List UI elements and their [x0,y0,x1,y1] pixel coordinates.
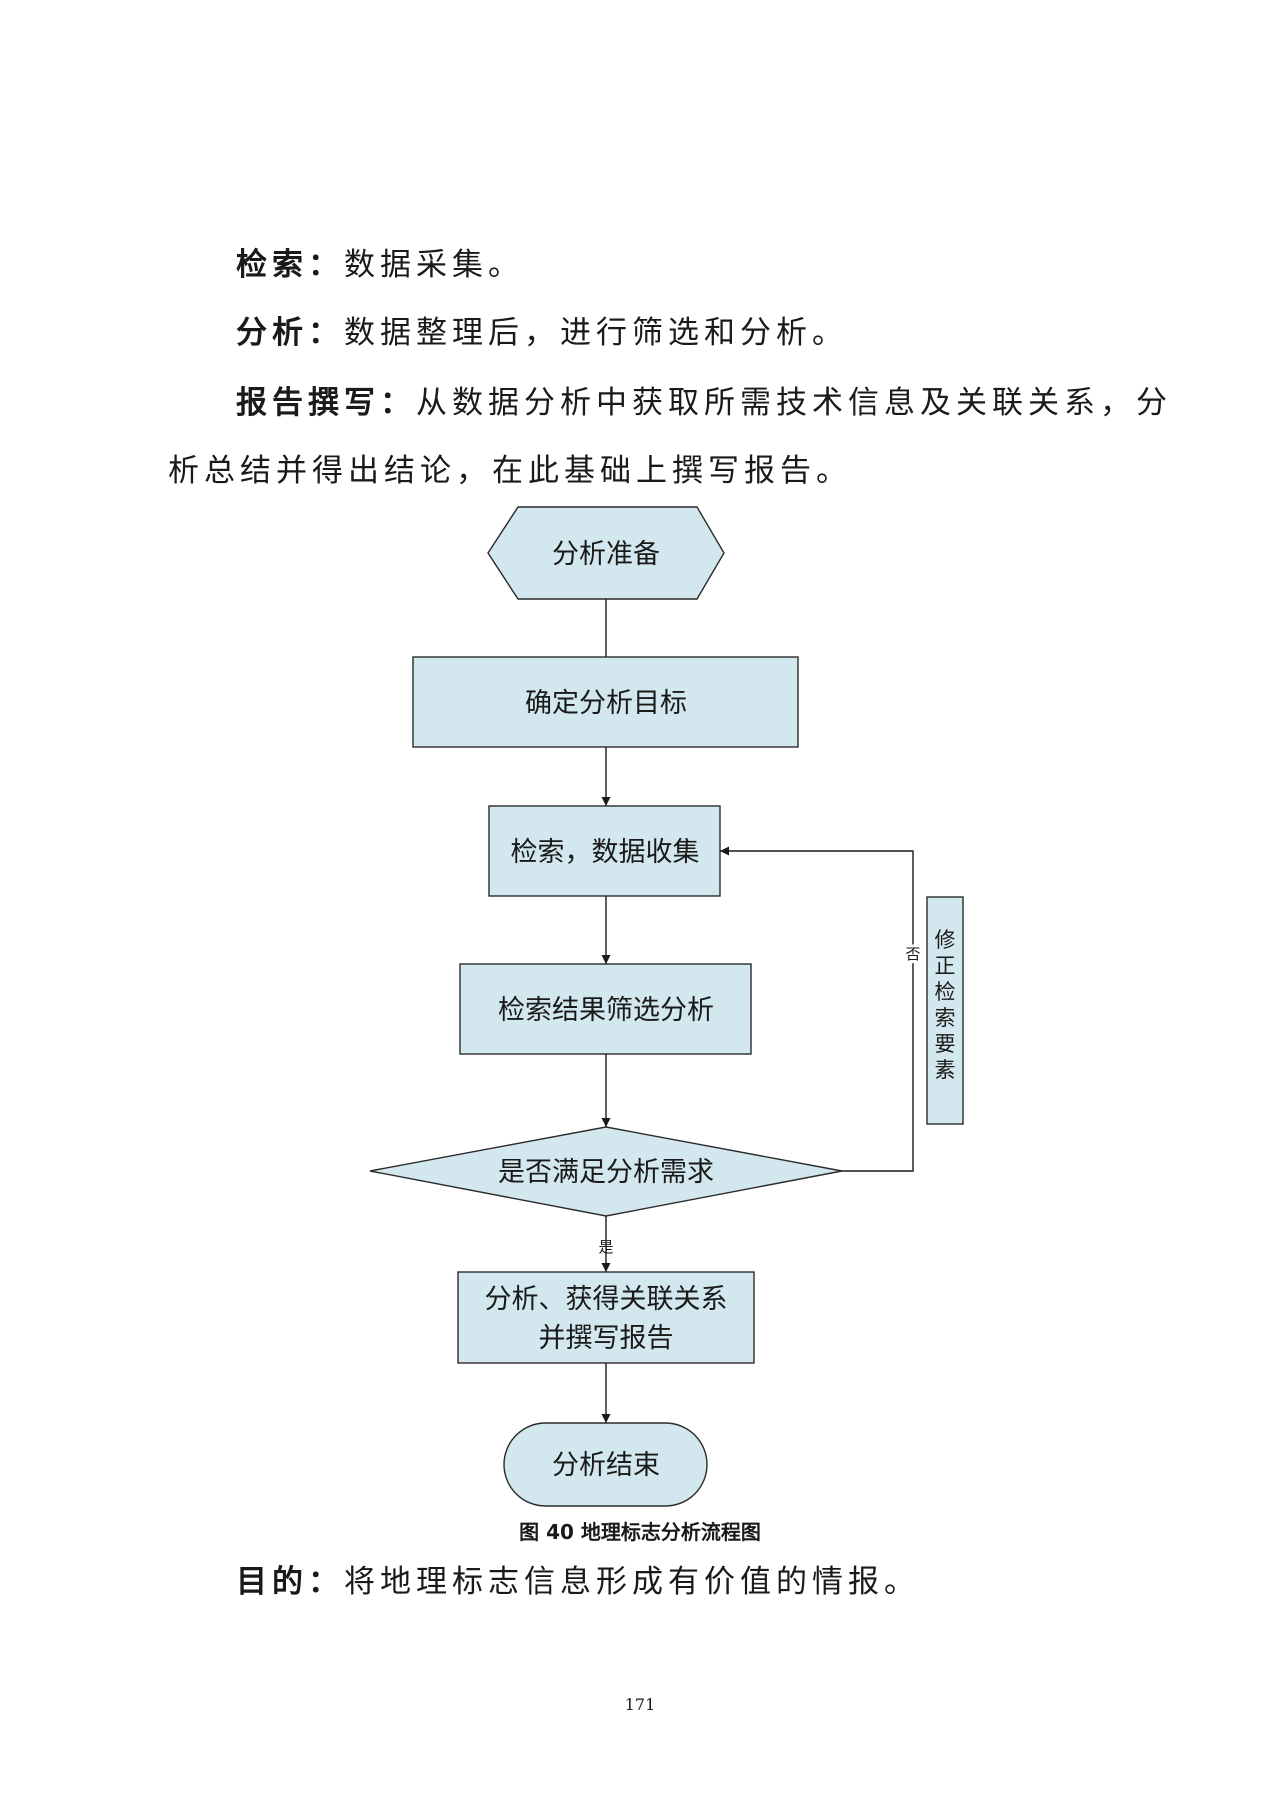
revise-char: 检 [935,980,956,1004]
paragraph-purpose: 目的：将地理标志信息形成有价值的情报。 [236,1567,920,1598]
arrow-no-loop [720,846,914,1172]
paragraph-retrieval: 检索：数据采集。 [236,250,524,281]
step-report-label-line1: 分析、获得关联关系 [485,1284,728,1315]
step-define-goal-label: 确定分析目标 [525,688,687,719]
start-label: 分析准备 [552,539,660,570]
step-define-goal-box [412,656,799,748]
paragraph-report-continued: 析总结并得出结论，在此基础上撰写报告。 [168,453,852,489]
step-retrieval-box [488,805,721,897]
paragraph-text: 数据采集。 [344,247,524,283]
step-report-label-line2: 并撰写报告 [539,1323,674,1354]
paragraph-text: 从数据分析中获取所需技术信息及关联关系，分 [416,385,1172,421]
paragraph-label: 检索： [236,247,344,283]
revise-char: 素 [935,1058,956,1082]
revise-char: 要 [935,1032,956,1056]
end-label: 分析结束 [552,1450,660,1481]
revise-box [926,896,964,1125]
paragraph-label: 报告撰写： [236,385,416,421]
paragraph-analysis: 分析：数据整理后，进行筛选和分析。 [236,318,848,349]
page-number: 171 [624,1695,656,1714]
revise-char: 修 [935,928,956,952]
paragraph-text: 数据整理后，进行筛选和分析。 [344,315,848,351]
step-retrieval-label: 检索，数据收集 [511,837,700,868]
decision-label: 是否满足分析需求 [498,1157,714,1188]
paragraph-text: 将地理标志信息形成有价值的情报。 [344,1564,920,1600]
start-hexagon [487,506,725,600]
paragraph-label: 分析： [236,315,344,351]
revise-char: 正 [935,954,956,978]
no-label: 否 [905,945,920,963]
figure-caption: 图 40 地理标志分析流程图 [519,1520,761,1544]
revise-char: 索 [935,1006,956,1030]
paragraph-label: 目的： [236,1564,344,1600]
step-filter-label: 检索结果筛选分析 [498,995,714,1026]
paragraph-report: 报告撰写：从数据分析中获取所需技术信息及关联关系，分 [236,388,1172,419]
yes-label: 是 [598,1238,613,1256]
